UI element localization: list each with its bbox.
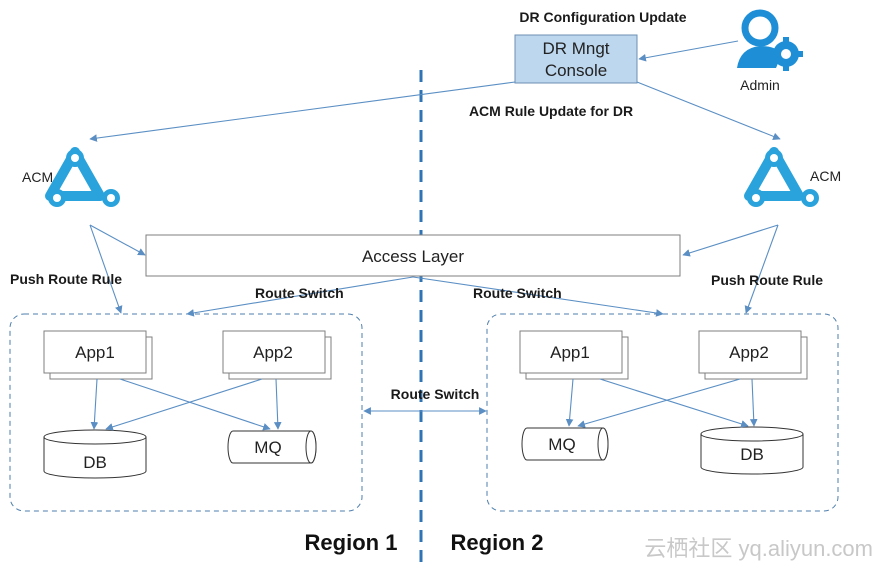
arrow-r1-app2-to-db — [105, 378, 263, 431]
dr-console-box[interactable] — [514, 34, 638, 84]
arrow-r1-app1-to-mq — [119, 378, 271, 431]
arrow-r2-app2-to-mq — [577, 378, 741, 428]
region2-db[interactable]: DB — [700, 426, 804, 475]
region2-title: Region 2 — [451, 530, 544, 555]
region2-mq[interactable]: MQ — [521, 427, 609, 461]
arrow-r1-app2-to-mq — [273, 378, 282, 430]
arrow-access-to-region2 — [412, 276, 664, 317]
region2-app1-label: App1 — [550, 343, 590, 362]
arrow-r2-app1-to-db — [599, 378, 749, 428]
watermark: 云栖社区 yq.aliyun.com — [644, 536, 873, 561]
region2-container — [486, 313, 839, 512]
acm-right-label: ACM — [810, 168, 841, 184]
region2-app1[interactable]: App1 — [519, 330, 629, 380]
region1-app2[interactable]: App2 — [222, 330, 332, 380]
arrow-acm-right-to-region2 — [744, 224, 779, 314]
acm-rule-update-label: ACM Rule Update for DR — [469, 103, 633, 119]
route-switch-left-label: Route Switch — [255, 285, 344, 301]
region1-mq-label: MQ — [254, 438, 281, 457]
acm-left-label: ACM — [22, 169, 53, 185]
region1-app1-label: App1 — [75, 343, 115, 362]
region2-app2-label: App2 — [729, 343, 769, 362]
region1-app2-label: App2 — [253, 343, 293, 362]
region2-mq-label: MQ — [548, 435, 575, 454]
arrow-r2-app1-to-mq — [565, 378, 574, 427]
dr-console-label-line2: Console — [545, 61, 607, 80]
region1-app1[interactable]: App1 — [43, 330, 153, 380]
push-route-right-label: Push Route Rule — [711, 272, 823, 288]
admin-label: Admin — [740, 77, 780, 93]
region1-title: Region 1 — [305, 530, 398, 555]
dr-config-update-label: DR Configuration Update — [519, 9, 686, 25]
route-switch-middle-label: Route Switch — [391, 386, 480, 402]
region1-container — [9, 313, 363, 512]
acm-chain-icon-right — [744, 147, 819, 207]
acm-chain-icon-left — [45, 147, 120, 207]
region1-db[interactable]: DB — [43, 429, 147, 479]
arrow-access-to-region1 — [186, 276, 414, 317]
route-switch-right-label: Route Switch — [473, 285, 562, 301]
region2-db-label: DB — [740, 445, 764, 464]
arrow-console-to-acm-left — [89, 81, 516, 142]
arrow-r2-app2-to-db — [749, 378, 758, 427]
arrow-acm-left-to-region1 — [89, 224, 123, 314]
arrow-r1-app1-to-db — [90, 378, 99, 430]
admin-gear-icon — [737, 9, 803, 71]
dr-console-label-line1: DR Mngt — [542, 39, 609, 58]
arrow-admin-to-console — [638, 40, 739, 62]
arrow-acm-left-to-access — [89, 224, 146, 256]
region1-db-label: DB — [83, 453, 107, 472]
push-route-left-label: Push Route Rule — [10, 271, 122, 287]
access-layer-box[interactable] — [145, 234, 681, 277]
access-layer-label: Access Layer — [362, 247, 464, 266]
region1-mq[interactable]: MQ — [227, 430, 317, 464]
region2-app2[interactable]: App2 — [698, 330, 808, 380]
arrow-acm-right-to-access — [682, 224, 779, 257]
arrow-console-to-acm-right — [636, 81, 781, 141]
